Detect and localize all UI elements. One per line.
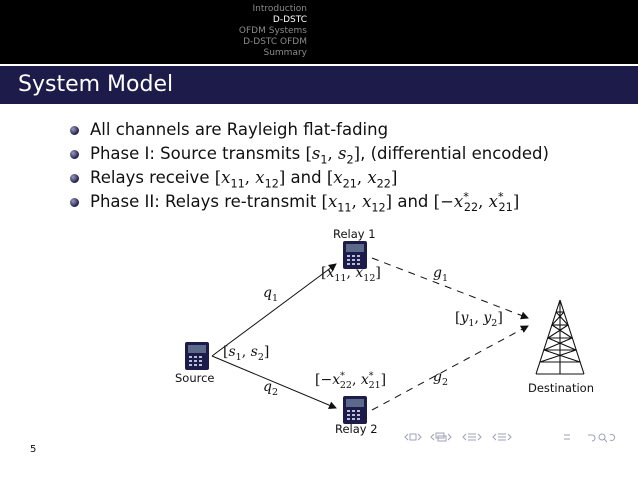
- source-handset-icon: [185, 342, 209, 370]
- destination-antenna-tower-icon: [535, 299, 585, 375]
- section-navigation: Introduction D-DSTC OFDM Systems D-DSTC …: [0, 0, 320, 64]
- sphere-bullet-icon: [70, 126, 79, 135]
- nav-search-icon[interactable]: [588, 433, 616, 443]
- bullet-text: Relays receive: [90, 168, 215, 187]
- channel-q2-label: q2: [263, 379, 279, 398]
- nav-frame-back-icon[interactable]: [404, 433, 422, 441]
- relay1-symbols-label: [x11, x12]: [321, 265, 381, 284]
- relay2-handset-icon: [343, 396, 367, 424]
- channel-g2-label: g2: [433, 369, 449, 388]
- relay2-symbols-label: [−x*22, x*21]: [315, 370, 387, 391]
- frame-title: System Model: [18, 72, 174, 97]
- page-number: 5: [30, 444, 37, 455]
- bullet-item-phase-two: Phase II: Relays re-transmit [x11, x12] …: [70, 190, 549, 214]
- bullet-text: Phase II: Relays re-transmit: [90, 192, 322, 211]
- bullet-text: and: [392, 192, 434, 211]
- nav-back-forward-icon[interactable]: [564, 434, 570, 440]
- bullet-text: , (differential encoded): [360, 144, 549, 163]
- section-list: Introduction D-DSTC OFDM Systems D-DSTC …: [0, 4, 307, 59]
- bullet-item-channels: All channels are Rayleigh flat-fading: [70, 118, 549, 142]
- link-source-relay1: [211, 263, 337, 357]
- nav-section-ofdm-systems[interactable]: OFDM Systems: [238, 26, 307, 36]
- frame-title-bar: System Model: [0, 66, 638, 104]
- relay1-handset-icon: [343, 241, 367, 269]
- header-navigation: Introduction D-DSTC OFDM Systems D-DSTC …: [0, 0, 638, 64]
- channel-q1-label: q1: [263, 285, 279, 304]
- sphere-bullet-icon: [70, 150, 79, 159]
- bullet-text: All channels are Rayleigh flat-fading: [90, 120, 389, 139]
- nav-section-d-dstc-ofdm[interactable]: D-DSTC OFDM: [243, 37, 307, 47]
- source-label: Source: [175, 371, 215, 385]
- sphere-bullet-icon: [70, 174, 79, 183]
- bullet-text: and: [285, 168, 327, 187]
- nav-section-summary[interactable]: Summary: [263, 48, 308, 58]
- destination-symbols-label: [y1, y2]: [455, 310, 503, 329]
- nav-subsection-icon[interactable]: [430, 432, 452, 442]
- bullet-text: Phase I: Source transmits: [90, 144, 306, 163]
- nav-section-d-dstc[interactable]: D-DSTC: [272, 15, 307, 25]
- destination-label: Destination: [528, 381, 594, 395]
- relay1-label: Relay 1: [333, 227, 376, 241]
- link-relay2-destination: [371, 325, 529, 411]
- relay2-label: Relay 2: [335, 422, 378, 436]
- link-source-relay2: [211, 355, 337, 409]
- nav-section-icon[interactable]: [462, 433, 482, 441]
- header-right-panel: [320, 0, 638, 64]
- bullet-item-relays-receive: Relays receive [x11, x12] and [x21, x22]: [70, 166, 549, 190]
- beamer-navigation-controls: [404, 432, 616, 443]
- source-symbols-label: [s1, s2]: [223, 344, 270, 363]
- nav-document-icon[interactable]: [492, 433, 512, 441]
- bullet-list: All channels are Rayleigh flat-fading Ph…: [70, 118, 549, 214]
- link-relay1-destination: [371, 257, 529, 320]
- bullet-item-phase-one: Phase I: Source transmits [s1, s2], (dif…: [70, 142, 549, 166]
- sphere-bullet-icon: [70, 198, 79, 207]
- channel-g1-label: g1: [433, 265, 449, 284]
- nav-section-introduction[interactable]: Introduction: [252, 4, 307, 14]
